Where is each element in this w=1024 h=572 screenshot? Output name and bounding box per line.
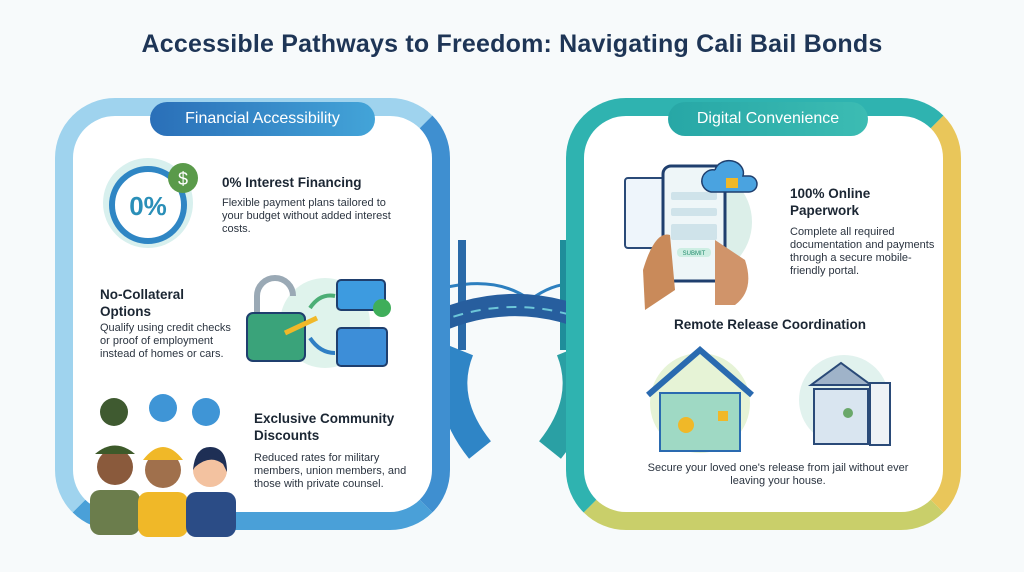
digital-convenience-panel: [566, 98, 961, 530]
section-label-financial-accessibility: Financial Accessibility: [150, 102, 375, 136]
page-title: Accessible Pathways to Freedom: Navigati…: [141, 30, 883, 58]
community-people-icon: [90, 394, 236, 537]
submit-label: SUBMIT: [683, 251, 706, 257]
zero-percent-text: 0%: [129, 191, 167, 221]
section-label-digital-convenience: Digital Convenience: [668, 102, 868, 136]
zero-percent-clock-icon: 0% $: [103, 158, 198, 248]
phone-form-icon: SUBMIT: [624, 159, 758, 310]
item-description: Qualify using credit checks or proof of …: [100, 322, 231, 360]
item-heading: Exclusive Community Discounts: [254, 411, 395, 443]
item-description: Flexible payment plans tailored to your …: [222, 197, 391, 235]
item-heading: 0% Interest Financing: [222, 175, 362, 190]
unlocked-padlock-key-icon: [246, 275, 391, 368]
svg-text:$: $: [178, 169, 188, 189]
item-heading: 100% Online Paperwork: [790, 186, 871, 218]
item-description: Reduced rates for military members, unio…: [254, 452, 407, 490]
item-heading: No-Collateral Options: [100, 287, 185, 319]
dollar-badge-icon: $: [168, 163, 198, 193]
item-description: Secure your loved one's release from jai…: [647, 462, 909, 487]
item-heading: Remote Release Coordination: [673, 317, 867, 332]
item-description: Complete all required documentation and …: [790, 226, 935, 277]
home-and-courthouse-icon: [646, 346, 891, 453]
